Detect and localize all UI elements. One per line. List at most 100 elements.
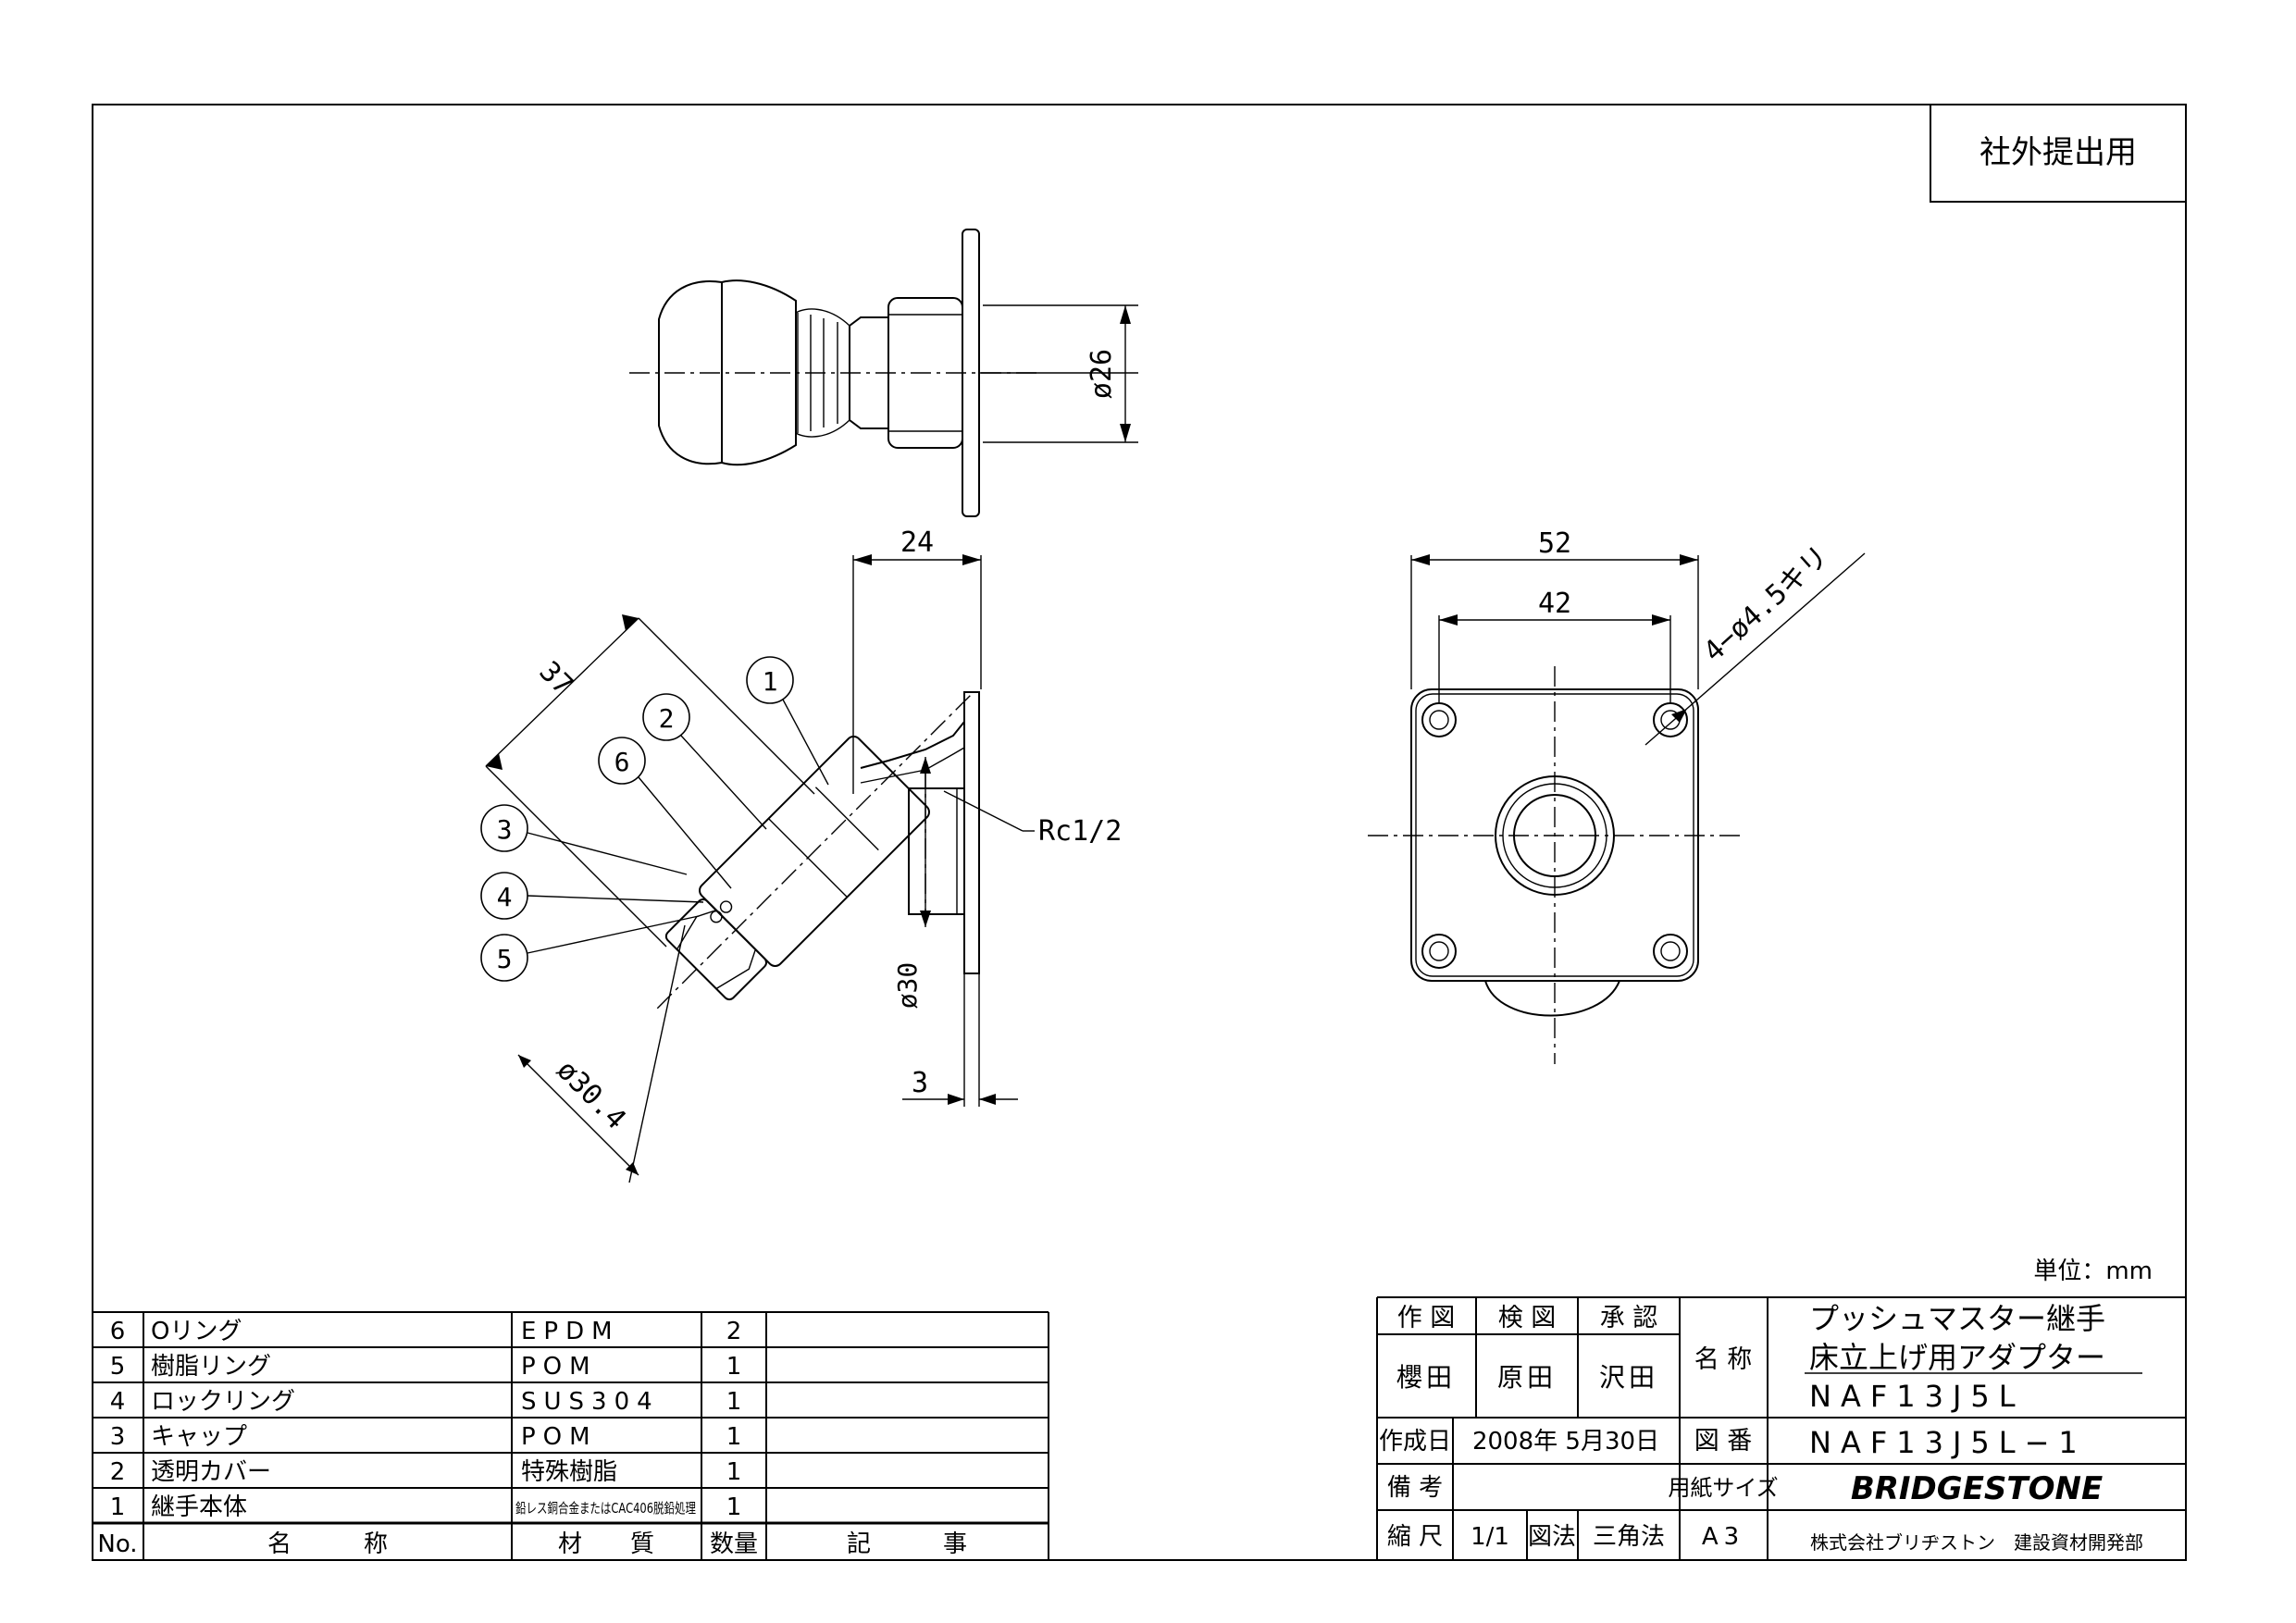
svg-text:POM: POM <box>521 1353 598 1381</box>
balloon-3: 3 <box>480 804 688 875</box>
dim-diameter-26: ø26 <box>1086 349 1118 399</box>
svg-text:作 図: 作 図 <box>1397 1304 1456 1332</box>
approved-by: 沢田 <box>1599 1362 1658 1393</box>
svg-text:用紙サイズ: 用紙サイズ <box>1668 1475 1778 1501</box>
svg-text:鉛レス銅合金またはCAC406脱鉛処理: 鉛レス銅合金またはCAC406脱鉛処理 <box>515 1500 696 1517</box>
svg-text:数量: 数量 <box>710 1530 758 1558</box>
svg-text:備 考: 備 考 <box>1387 1474 1443 1502</box>
title-block: 作 図 検 図 承 認 櫻田 原田 沢田 名 称 プッシュマスター継手 床立上げ… <box>1376 1296 2186 1560</box>
svg-text:図 番: 図 番 <box>1694 1427 1753 1456</box>
svg-text:縮 尺: 縮 尺 <box>1387 1523 1443 1551</box>
dim-outer-width: 52 <box>1538 527 1571 560</box>
balloon-2: 2 <box>642 693 767 830</box>
svg-text:キャップ: キャップ <box>151 1423 247 1451</box>
unit-label: 単位：mm <box>2033 1258 2153 1285</box>
svg-text:5: 5 <box>497 944 513 974</box>
balloon-4: 4 <box>480 872 704 920</box>
svg-text:特殊樹脂: 特殊樹脂 <box>521 1458 617 1486</box>
svg-text:6: 6 <box>614 747 630 777</box>
dim-port-diameter: ø30 <box>892 962 923 1010</box>
scale-value: 1/1 <box>1471 1523 1509 1551</box>
svg-text:4: 4 <box>497 882 513 912</box>
balloon-5: 5 <box>480 915 700 982</box>
svg-text:樹脂リング: 樹脂リング <box>151 1353 271 1381</box>
dim-hole-spec: 4−ø4.5キリ <box>1697 540 1835 669</box>
side-hub <box>908 787 965 915</box>
parts-row: 4 ロックリング SUS304 1 <box>110 1388 742 1416</box>
side-view: ø30 24 37 ø30.4 <box>480 527 1122 1183</box>
front-lower-body <box>1484 980 1620 1017</box>
parts-row: 6 Oリング EPDM 2 <box>110 1318 742 1345</box>
svg-text:2: 2 <box>659 703 675 734</box>
dim-body-length: 37 <box>533 655 579 701</box>
paper-size: A3 <box>1702 1523 1744 1551</box>
svg-text:1: 1 <box>726 1388 742 1416</box>
svg-text:承 認: 承 認 <box>1600 1304 1658 1332</box>
parts-row: 2 透明カバー 特殊樹脂 1 <box>110 1458 742 1486</box>
drawn-by: 櫻田 <box>1396 1362 1456 1393</box>
top-neck <box>849 316 888 429</box>
svg-text:記 事: 記 事 <box>847 1530 967 1558</box>
stamp-text: 社外提出用 <box>1980 134 2137 171</box>
model-code: NAF13J5L <box>1809 1379 2025 1414</box>
svg-text:6: 6 <box>110 1318 126 1345</box>
parts-table: 6 Oリング EPDM 2 5 樹脂リング POM 1 4 ロックリング SUS… <box>93 1311 1049 1560</box>
svg-text:POM: POM <box>521 1423 598 1451</box>
company-name: 株式会社ブリヂストン 建設資材開発部 <box>1810 1531 2143 1554</box>
svg-text:作成日: 作成日 <box>1379 1428 1451 1456</box>
title-line2: 床立上げ用アダプター <box>1809 1340 2105 1375</box>
svg-text:EPDM: EPDM <box>521 1318 620 1345</box>
svg-text:2: 2 <box>726 1318 742 1345</box>
svg-text:3: 3 <box>497 814 513 845</box>
front-view: 52 42 4−ø4.5キリ <box>1368 527 1866 1064</box>
svg-text:Oリング: Oリング <box>151 1318 242 1345</box>
svg-text:4: 4 <box>110 1388 126 1416</box>
svg-text:名 称: 名 称 <box>1694 1345 1753 1374</box>
side-flange <box>963 691 980 974</box>
svg-text:1: 1 <box>726 1353 742 1381</box>
stamp-box: 社外提出用 <box>1930 105 2186 203</box>
svg-text:検 図: 検 図 <box>1498 1304 1557 1332</box>
dim-flange-thickness: 3 <box>912 1067 928 1099</box>
svg-text:1: 1 <box>726 1493 742 1521</box>
svg-text:材 質: 材 質 <box>558 1530 654 1558</box>
svg-text:SUS304: SUS304 <box>521 1388 660 1416</box>
brand-logo: BRIDGESTONE <box>1851 1470 2103 1507</box>
parts-row: 1 継手本体 鉛レス銅合金またはCAC406脱鉛処理 1 <box>110 1493 742 1521</box>
balloon-6: 6 <box>598 737 732 889</box>
svg-text:No.: No. <box>97 1530 137 1558</box>
dim-outer-diameter: ø30.4 <box>550 1054 632 1136</box>
drawing-number: NAF13J5L−1 <box>1809 1425 2087 1460</box>
svg-text:1: 1 <box>110 1493 126 1521</box>
dim-flange-height: 24 <box>900 527 934 559</box>
svg-text:継手本体: 継手本体 <box>151 1493 247 1521</box>
top-view: ø26 <box>629 229 1138 517</box>
center-port-outer <box>1495 775 1615 896</box>
svg-text:1: 1 <box>726 1458 742 1486</box>
dim-hole-pitch: 42 <box>1538 588 1571 620</box>
parts-row: 5 樹脂リング POM 1 <box>110 1353 742 1381</box>
svg-text:2: 2 <box>110 1458 126 1486</box>
drawing-border <box>92 104 2187 1561</box>
svg-text:1: 1 <box>763 666 778 697</box>
svg-text:1: 1 <box>726 1423 742 1451</box>
svg-text:図法: 図法 <box>1528 1523 1576 1551</box>
creation-date: 2008年 5月30日 <box>1472 1428 1659 1456</box>
svg-text:3: 3 <box>110 1423 126 1451</box>
svg-text:5: 5 <box>110 1353 126 1381</box>
svg-text:透明カバー: 透明カバー <box>151 1458 271 1486</box>
balloon-1: 1 <box>746 656 829 786</box>
svg-text:名 称: 名 称 <box>267 1530 388 1558</box>
title-line1: プッシュマスター継手 <box>1809 1301 2105 1336</box>
checked-by: 原田 <box>1497 1362 1557 1393</box>
side-body-angled <box>656 693 973 1010</box>
parts-row: 3 キャップ POM 1 <box>110 1423 742 1451</box>
top-cover <box>658 280 723 465</box>
svg-text:ロックリング: ロックリング <box>151 1388 295 1416</box>
top-hub <box>887 297 963 449</box>
center-port-inner <box>1513 794 1596 877</box>
parts-header: No. 名 称 材 質 数量 記 事 <box>97 1530 967 1558</box>
projection-value: 三角法 <box>1593 1523 1665 1551</box>
thread-label: Rc1/2 <box>1038 815 1122 848</box>
